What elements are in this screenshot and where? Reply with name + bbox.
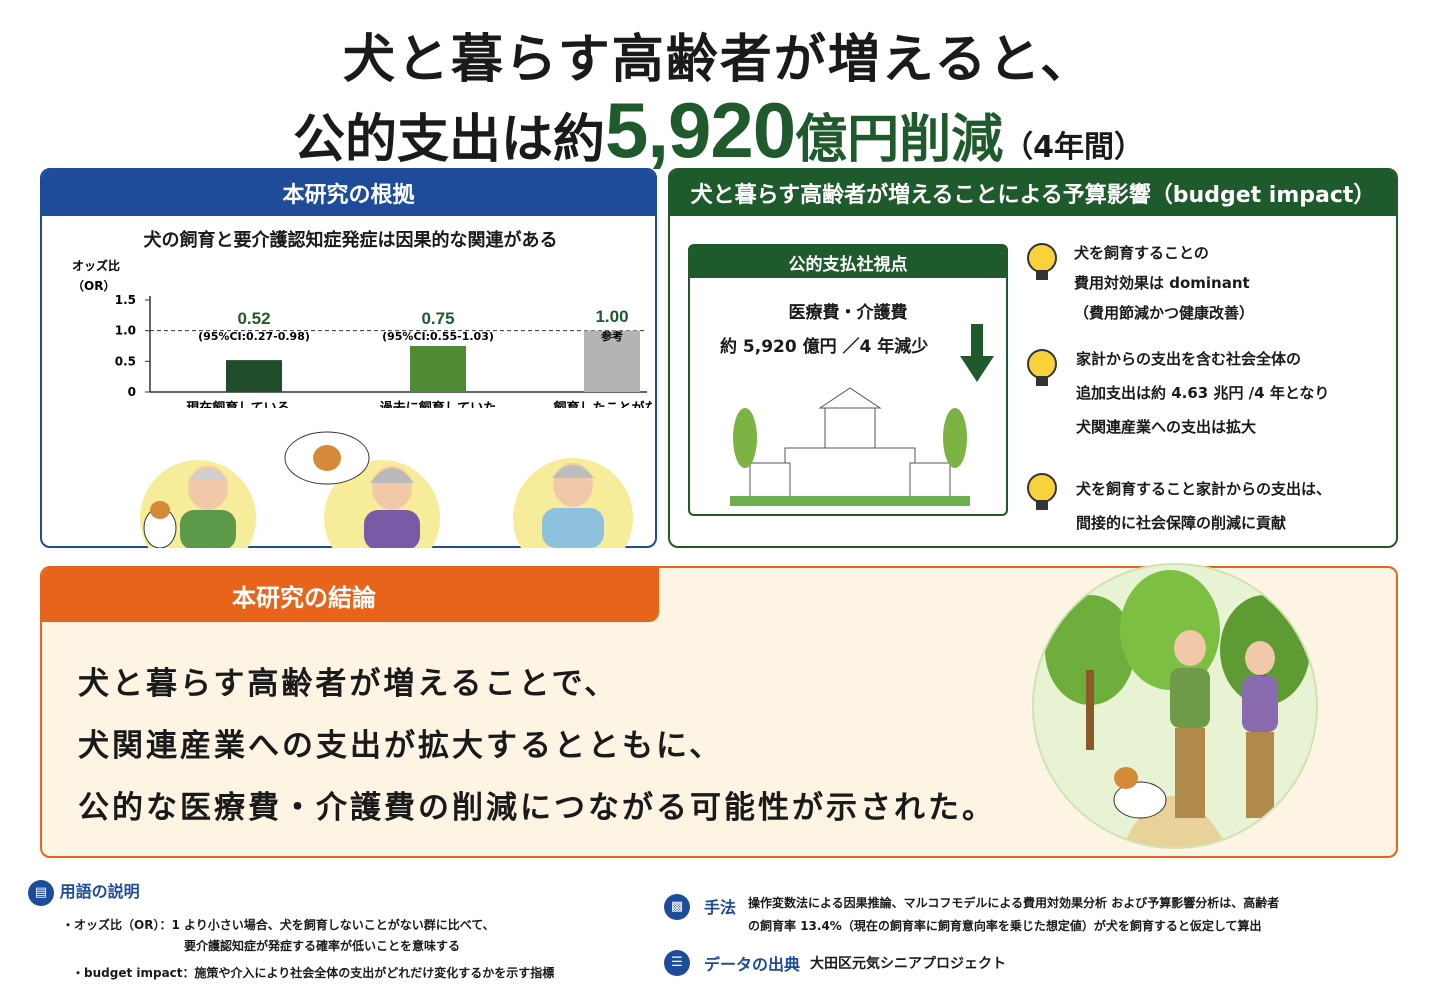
bar-ci-label-0: (95%CI:0.27-0.98) <box>198 330 310 343</box>
book-icon: ▤ <box>28 879 54 906</box>
glossary-item-1b: 要介護認知症が発症する確率が低いことを意味する <box>184 938 461 953</box>
budget-impact-header: 犬と暮らす高齢者が増えることによる予算影響（budget impact） <box>670 170 1396 216</box>
evidence-header: 本研究の根拠 <box>42 170 655 216</box>
bullet-3: 犬を飼育すること家計からの支出は、 間接的に社会保障の削減に貢献 <box>1076 480 1332 532</box>
title-suffix: （4年間） <box>1003 130 1145 165</box>
source-section: ☰ データの出典 大田区元気シニアプロジェクト <box>664 950 1006 976</box>
main-title: 犬と暮らす高齢者が増えると、 公的支出は約5,920億円削減（4年間） <box>0 28 1437 186</box>
bar-value-label-2: 1.00 <box>595 307 628 326</box>
title-prefix: 公的支出は約 <box>292 110 605 170</box>
source-heading: データの出典 <box>704 955 801 974</box>
budget-impact-panel: 犬と暮らす高齢者が増えることによる予算影響（budget impact） 公的支… <box>668 168 1398 548</box>
medical-care-cost-label: 医療費・介護費 <box>788 303 908 323</box>
title-line1: 犬と暮らす高齢者が増えると、 <box>342 30 1095 90</box>
title-number: 5,920 <box>604 86 796 174</box>
elderly-man-with-dog-illustration <box>140 460 256 548</box>
glossary-heading: ▤ 用語の説明 <box>28 878 554 906</box>
y-tick-label-1: 0.5 <box>115 354 136 368</box>
bar-value-label-0: 0.52 <box>237 309 270 328</box>
bullet-1: 犬を飼育することの 費用対効果は dominant （費用節減かつ健康改善） <box>1074 244 1255 322</box>
lightbulb-icon <box>1027 349 1057 386</box>
title-line2: 公的支出は約5,920億円削減（4年間） <box>0 91 1437 186</box>
category-label-0: 現在飼育している <box>186 400 290 408</box>
y-label-1: オッズ比 <box>72 258 120 273</box>
bullet-2: 家計からの支出を含む社会全体の 追加支出は約 4.63 兆円 /4 年となり 犬… <box>1076 350 1330 436</box>
bar-chart-icon: ▩ <box>664 894 690 920</box>
evidence-panel: 本研究の根拠 犬の飼育と要介護認知症発症は因果的な関連がある オッズ比 （OR）… <box>40 168 657 548</box>
y-tick-label-2: 1.0 <box>115 324 136 338</box>
y-tick-label-0: 0 <box>128 385 136 399</box>
conclusion-header: 本研究の結論 <box>42 568 659 622</box>
bar-2 <box>584 330 640 392</box>
bar-ci-label-1: (95%CI:0.55-1.03) <box>382 330 494 343</box>
database-icon: ☰ <box>664 950 690 976</box>
odds-ratio-chart: オッズ比 （OR） 0 0.5 1.0 1.5 0.52 (95%CI:0.27-0.98… <box>72 258 652 408</box>
conclusion-line-2: 犬関連産業への支出が拡大するとともに、 <box>78 728 724 764</box>
lightbulb-icon <box>1027 473 1057 510</box>
method-section: ▩ 手法 操作変数法による因果推論、マルコフモデルによる費用対効果分析 および予… <box>664 894 1279 934</box>
conclusion-line-1: 犬と暮らす高齢者が増えることで、 <box>78 666 619 702</box>
elderly-woman-thinking-illustration <box>284 431 440 548</box>
couple-walking-dog-illustration <box>1032 563 1318 849</box>
bar-0 <box>226 360 282 392</box>
y-tick-label-3: 1.5 <box>115 293 136 307</box>
public-payer-box: 公的支払社視点 医療費・介護費 約 5,920 億円 ／4 年減少 <box>688 244 1008 516</box>
reduction-amount: 約 5,920 億円 ／4 年減少 <box>720 337 929 357</box>
title-unit: 億円削減 <box>795 110 1004 170</box>
public-payer-header: 公的支払社視点 <box>690 246 1006 278</box>
bar-1 <box>410 346 466 392</box>
source-text: 大田区元気シニアプロジェクト <box>810 956 1007 972</box>
method-text-1: 操作変数法による因果推論、マルコフモデルによる費用対効果分析 および予算影響分析… <box>748 896 1280 910</box>
chart-subtitle: 犬の飼育と要介護認知症発症は因果的な関連がある <box>143 230 558 251</box>
category-label-2: 飼育したことがない <box>552 400 652 408</box>
down-arrow-icon <box>960 324 994 382</box>
glossary-section: ▤ 用語の説明 ・オッズ比（OR）：1 より小さい場合、犬を飼育しないことがない… <box>28 878 554 981</box>
conclusion-line-3: 公的な医療費・介護費の削減につながる可能性が示された。 <box>78 790 996 826</box>
glossary-item-2: ・budget impact：施策や介入により社会全体の支出がどれだけ変化するか… <box>72 965 555 980</box>
elderly-man-arms-crossed-illustration <box>513 458 633 548</box>
diet-building-illustration <box>730 387 970 506</box>
bar-ci-label-2: 参考 <box>601 329 623 343</box>
bar-value-label-1: 0.75 <box>421 309 454 328</box>
lightbulb-icon <box>1027 243 1057 280</box>
method-text-2: の飼育率 13.4%（現在の飼育率に飼育意向率を乗じた想定値）が犬を飼育すると仮… <box>748 919 1262 933</box>
category-label-1: 過去に飼育していた <box>379 400 497 408</box>
glossary-item-1a: ・オッズ比（OR）：1 より小さい場合、犬を飼育しないことがない群に比べて、 <box>62 917 495 932</box>
method-heading: 手法 <box>704 898 737 917</box>
y-label-2: （OR） <box>72 278 115 293</box>
